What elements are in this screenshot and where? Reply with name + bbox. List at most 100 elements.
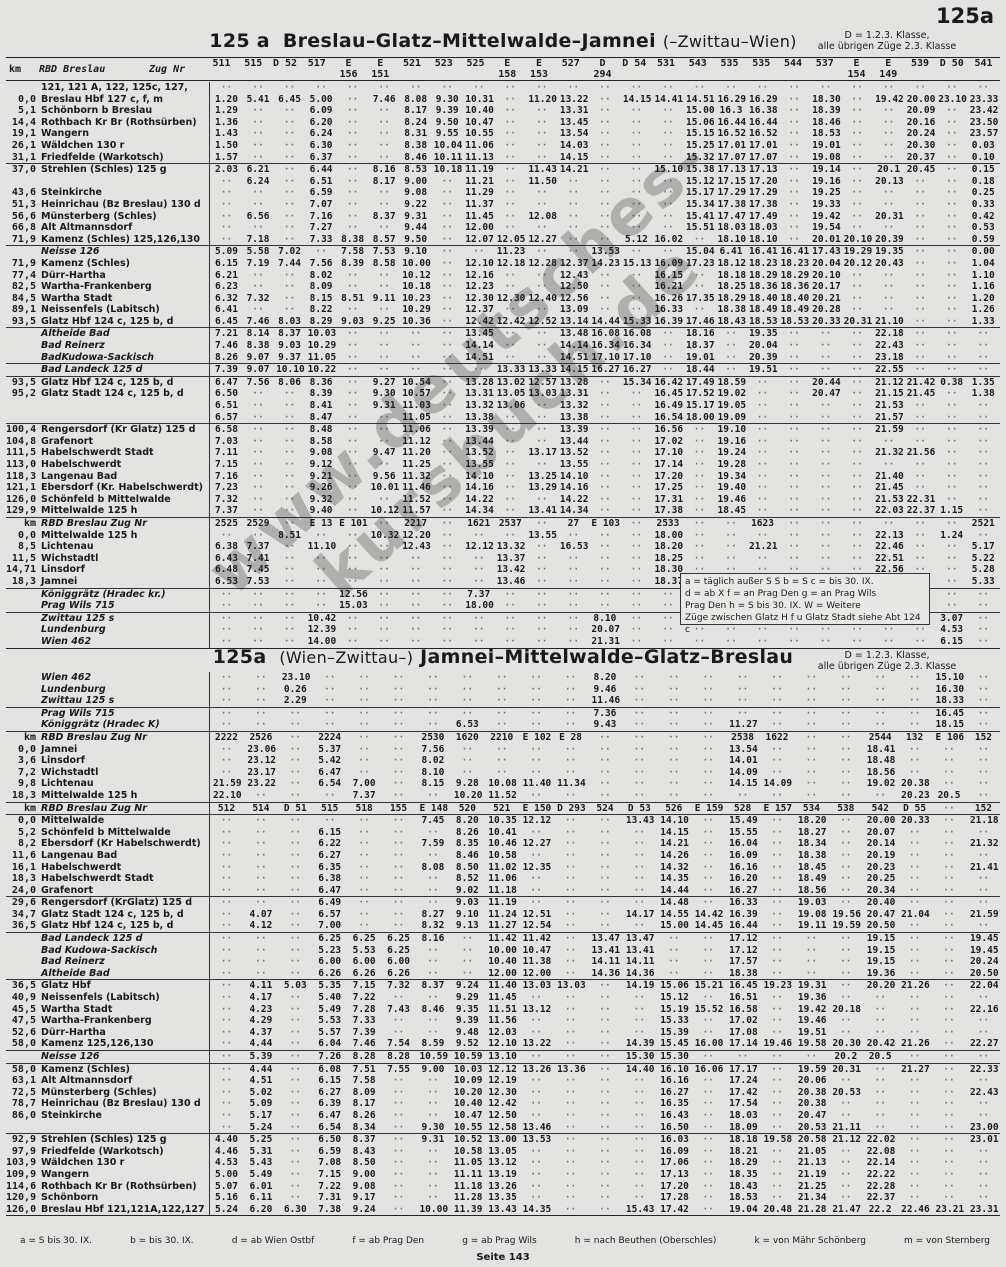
time-cell: ·· (977, 1051, 990, 1062)
time-cell: ·· (977, 424, 989, 436)
time-cell: 20.14 (866, 838, 896, 850)
time-cell: ·· (220, 222, 233, 234)
time-cell: ·· (441, 340, 453, 352)
time-cell: 15.00 (685, 105, 715, 117)
time-cell: 19.01 (685, 351, 715, 363)
time-cell: 6.23 (215, 281, 238, 293)
time-cell: ·· (392, 1121, 405, 1133)
station-name: Zwittau 125 s (39, 612, 210, 625)
time-cell: 12.57 (528, 376, 557, 388)
time-cell: ·· (599, 411, 611, 423)
time-cell: ·· (788, 233, 800, 245)
time-cell: 20.07 (866, 826, 896, 838)
top-table-title: 125 a Breslau–Glatz–Mittelwalde–Jamnei (… (0, 30, 1006, 52)
time-cell: 17.01 (749, 139, 778, 151)
time-cell: ·· (914, 281, 926, 293)
time-cell: ·· (851, 281, 863, 293)
time-cell: ·· (283, 116, 296, 128)
time-cell: ·· (851, 128, 863, 140)
time-cell: ·· (504, 351, 516, 363)
time-cell: ·· (851, 198, 863, 210)
time-cell: ·· (702, 1098, 714, 1110)
time-cell: ·· (473, 564, 485, 576)
km-cell: 8,2 (17, 838, 36, 850)
time-cell: 8.58 (372, 257, 396, 269)
time-cell: 8.26 (215, 351, 238, 363)
time-cell: ·· (564, 1157, 577, 1169)
time-cell: 515 (321, 802, 339, 814)
time-cell: 6.20 (309, 116, 333, 128)
time-cell: ·· (220, 1109, 233, 1121)
time-cell: 9.31 (372, 400, 396, 412)
time-cell: ·· (441, 257, 453, 269)
time-cells: ······6.59····9.08··11.29············15.… (210, 187, 1000, 199)
time-cell: 4.23 (249, 1003, 273, 1015)
time-cell: ·· (908, 838, 921, 850)
time-cell: 12.51 (522, 908, 552, 920)
time-cell: 13.32 (465, 400, 494, 412)
time-cell: 9.12 (309, 459, 333, 470)
time-cell: 27 (567, 517, 580, 529)
time-cell: ·· (693, 304, 706, 316)
time-cell: ·· (914, 187, 926, 199)
time-cell: ·· (252, 139, 264, 151)
time-cell: 11.52 (402, 493, 431, 505)
time-cell: 8.16 (372, 164, 396, 176)
time-cell: ·· (788, 541, 800, 553)
time-cell: ·· (289, 1038, 302, 1050)
time-cell: 9.08 (404, 187, 428, 199)
time-cell: 9.55 (435, 128, 459, 140)
time-cell: 6.00 (318, 956, 342, 968)
time-cell: ·· (409, 635, 422, 647)
time-cell: ·· (945, 364, 958, 376)
time-cell: 8.26 (455, 826, 479, 838)
time-cell: ·· (882, 281, 895, 293)
time-cell: ·· (702, 849, 714, 861)
time-cell: ·· (599, 873, 611, 885)
time-cell: ·· (441, 588, 453, 600)
time-cell: ·· (392, 719, 405, 731)
time-cell: 16.09 (654, 257, 684, 269)
time-cell: ·· (358, 815, 370, 827)
time-cell: ·· (874, 789, 886, 801)
time-cell: ·· (662, 105, 674, 117)
km-cell: 78,7 (11, 1098, 36, 1110)
time-cell: ·· (255, 944, 267, 956)
time-cell: ·· (599, 1015, 611, 1027)
time-cell: ·· (633, 838, 646, 850)
time-cell: 17.01 (717, 139, 747, 151)
time-cell: ·· (882, 187, 895, 199)
time-cell: ·· (392, 992, 405, 1004)
station-name: Breslau Hbf 127 c, f, m (39, 93, 210, 106)
time-cell: ·· (599, 459, 611, 470)
time-cell: ·· (882, 128, 895, 140)
time-cell: ·· (564, 1075, 577, 1087)
station-name: Bad Kudowa-Sackisch (39, 944, 210, 957)
time-cell: 22.04 (969, 980, 999, 992)
time-cell: ·· (633, 1180, 646, 1192)
time-cell: ·· (945, 164, 958, 176)
time-cell: ·· (289, 743, 302, 755)
time-cell: ·· (564, 1003, 577, 1015)
km-cell: 16,1 (11, 861, 36, 873)
time-cell: 14.40 (625, 1063, 655, 1075)
time-cell: ·· (702, 789, 714, 801)
time-cell: ·· (977, 1098, 990, 1110)
time-cell: ·· (289, 731, 302, 743)
time-cell: ·· (289, 1145, 302, 1157)
time-cell: 6.20 (249, 1203, 273, 1215)
time-cell: ·· (289, 1192, 302, 1204)
time-cell: ·· (564, 897, 577, 909)
time-cell: ·· (788, 564, 800, 576)
time-cell: 12.39 (307, 624, 337, 636)
top-class-note-line-1: D = 1.2.3. Klasse, (844, 30, 930, 41)
station-name: RBD Breslau Zug Nr (39, 731, 210, 744)
time-cell: ·· (840, 789, 852, 801)
time-cell: ·· (945, 400, 958, 412)
